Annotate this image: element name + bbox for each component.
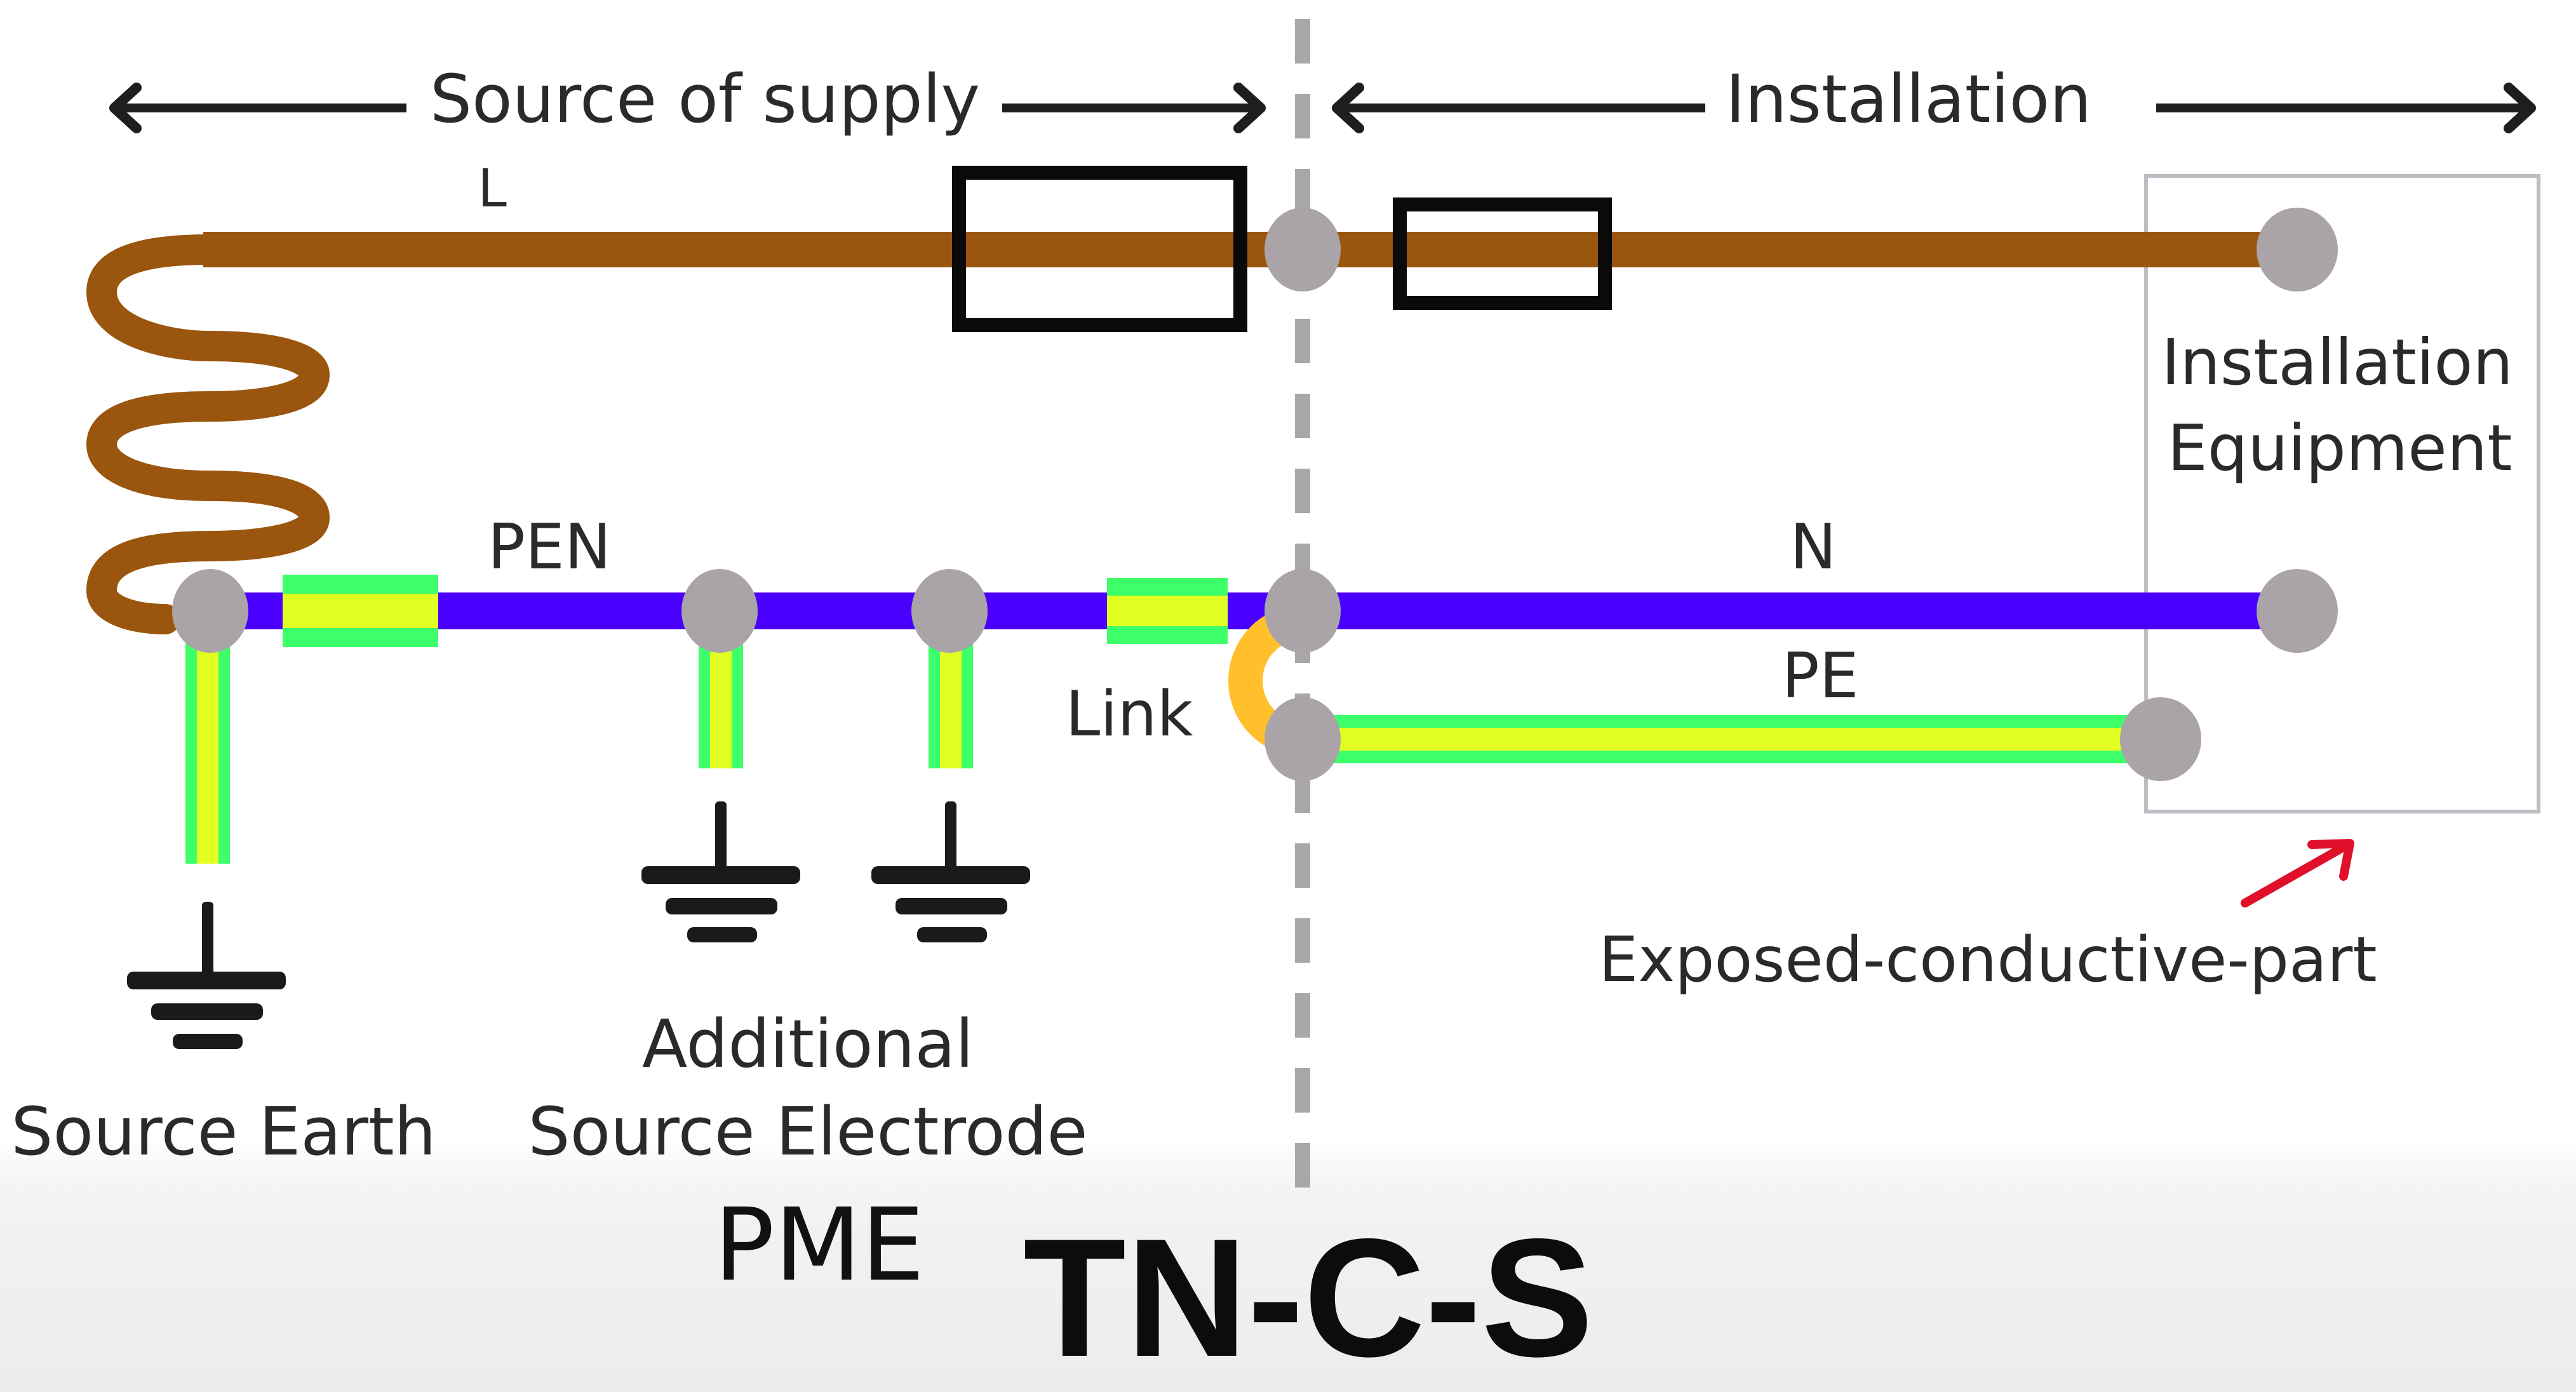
equipment-label-line1: Installation xyxy=(2161,325,2513,399)
ground-symbol-icon xyxy=(641,801,800,942)
additional-electrode-label-line1: Additional xyxy=(642,1005,974,1083)
node-source-star xyxy=(172,569,248,653)
node-cutout-earth xyxy=(1265,697,1341,781)
arrow-left-icon xyxy=(1332,83,1705,133)
pen-label: PEN xyxy=(488,511,611,584)
red-pointer-arrow-icon xyxy=(2241,839,2354,907)
node-equipment-earth xyxy=(2120,697,2201,781)
node-cutout-neutral xyxy=(1265,569,1341,653)
terminal-nodes xyxy=(172,208,2338,781)
source-of-supply-label: Source of supply xyxy=(430,60,980,138)
exposed-part-label: Exposed-conductive-part xyxy=(1599,924,2377,996)
node-equipment-line xyxy=(2257,208,2338,291)
arrow-right-icon xyxy=(2156,83,2536,133)
pe-label: PE xyxy=(1781,640,1858,713)
installation-equipment-box xyxy=(2144,174,2540,813)
transformer-coil-icon xyxy=(86,234,330,634)
fuse-icon xyxy=(1393,197,1612,310)
pen-sleeve xyxy=(1107,578,1228,644)
installation-label: Installation xyxy=(1726,60,2091,138)
ground-symbol-icon xyxy=(127,902,286,1049)
source-of-supply-span: Source of supply xyxy=(109,60,1266,138)
arrow-right-icon xyxy=(1002,83,1266,133)
neutral-label: N xyxy=(1790,511,1836,584)
source-earth-conductor xyxy=(185,629,230,864)
link-label: Link xyxy=(1066,678,1193,751)
node-electrode-2 xyxy=(911,569,988,653)
pme-subtitle: PME xyxy=(714,1187,924,1304)
fuse-icon xyxy=(952,166,1247,332)
node-electrode-1 xyxy=(681,569,758,653)
source-earth-label: Source Earth xyxy=(11,1093,436,1170)
ground-symbol-icon xyxy=(871,801,1030,942)
line-label: L xyxy=(478,159,507,219)
pen-sleeve xyxy=(283,575,438,647)
additional-electrode-label-line2: Source Electrode xyxy=(528,1093,1088,1170)
equipment-label-line2: Equipment xyxy=(2168,411,2512,485)
arrow-left-icon xyxy=(109,83,406,133)
node-cutout-line xyxy=(1265,208,1341,291)
node-equipment-neutral xyxy=(2257,569,2338,653)
protective-earth-conductor xyxy=(1303,715,2160,763)
installation-span: Installation xyxy=(1332,60,2536,138)
system-title: TN-C-S xyxy=(1023,1204,1593,1392)
